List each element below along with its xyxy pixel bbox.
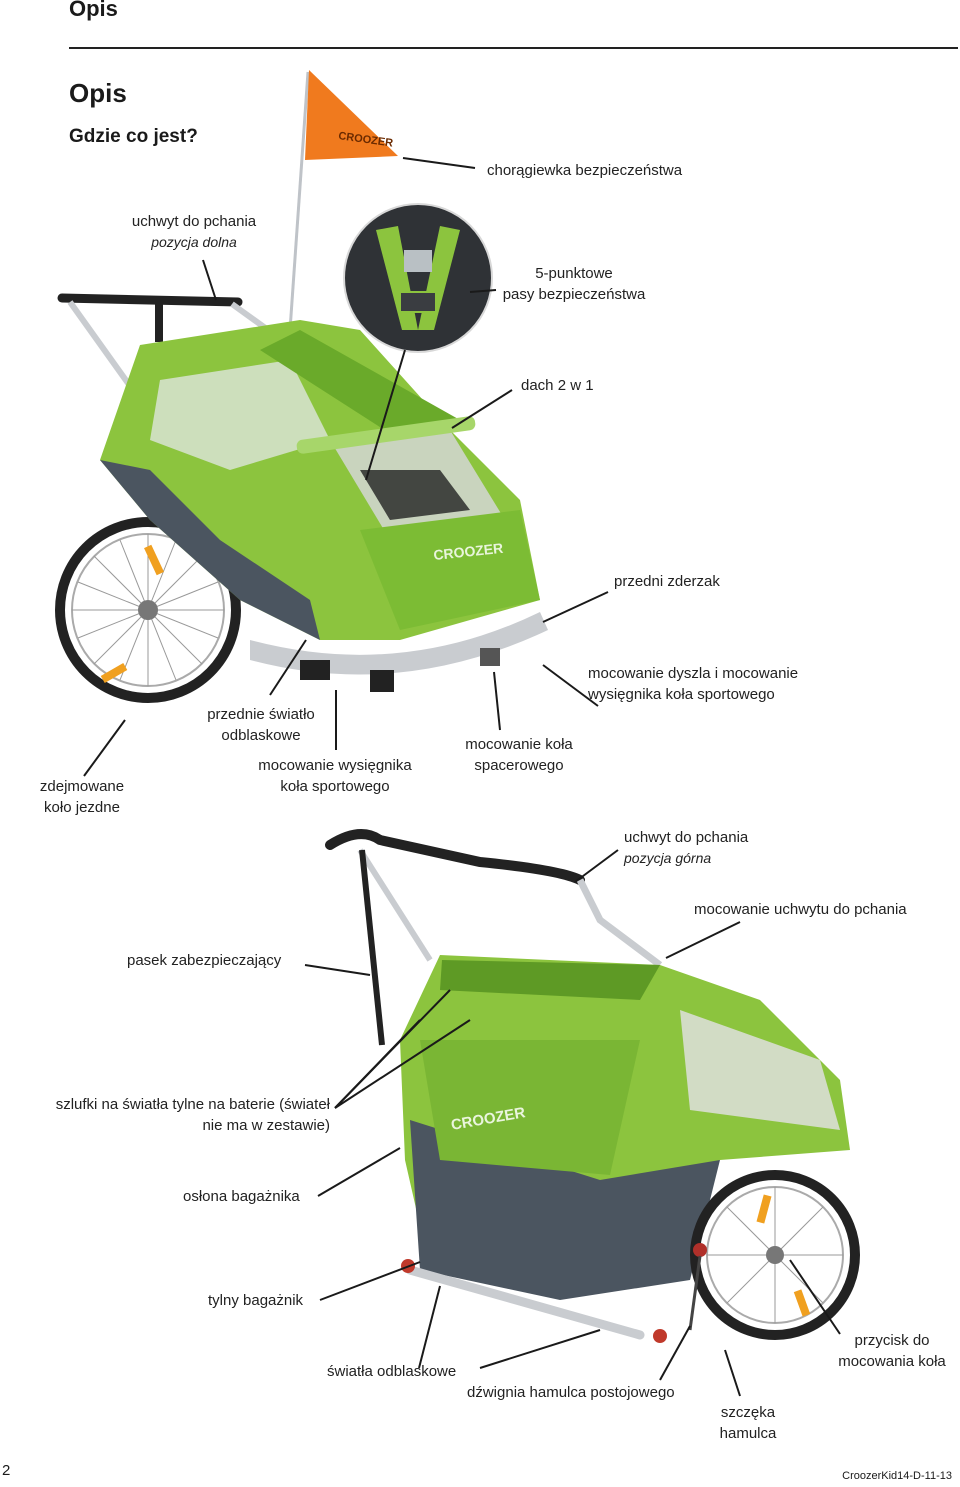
label-safety-strap: pasek zabezpieczający — [127, 952, 282, 969]
callout-lines — [83, 157, 841, 1397]
label-brake-shoe-line1: szczęka — [720, 1404, 776, 1421]
label-light-loops: szlufki na światła tylne na baterie (świ… — [20, 1094, 330, 1136]
label-hitch-mount: mocowanie dyszla i mocowanie wysięgnika … — [588, 663, 798, 705]
label-handle-mount: mocowanie uchwytu do pchania — [694, 901, 907, 918]
label-light-loops-line2: nie ma w zestawie) — [202, 1117, 330, 1134]
label-hitch-mount-line1: mocowanie dyszla i mocowanie — [588, 665, 799, 682]
rear-trailer-image: CROOZER — [325, 829, 860, 1343]
label-removable-wheel-line1: zdejmowane — [39, 778, 125, 795]
label-push-handle-low-text: uchwyt do pchania — [131, 213, 257, 230]
front-bumper — [250, 612, 548, 675]
header-rule — [69, 47, 958, 49]
safety-flag — [305, 70, 398, 160]
label-stroller-mount: mocowanie koła spacerowego — [454, 734, 584, 776]
label-light-loops-line1: szlufki na światła tylne na baterie (świ… — [55, 1096, 330, 1113]
label-wheel-release: przycisk do mocowania koła — [826, 1330, 958, 1372]
label-front-reflector: przednie światło odblaskowe — [196, 704, 326, 746]
label-harness-line1: 5-punktowe — [535, 265, 613, 282]
label-front-reflector-line1: przednie światło — [207, 706, 315, 723]
document-id: CroozerKid14-D-11-13 — [842, 1470, 952, 1482]
label-hitch-mount-line2: wysięgnika koła sportowego — [588, 686, 775, 703]
label-push-handle-low: uchwyt do pchania pozycja dolna — [116, 211, 272, 253]
rear-wheel — [55, 517, 241, 703]
label-stroller-mount-line2: spacerowego — [474, 757, 564, 774]
label-jogger-mount-line1: mocowanie wysięgnika — [258, 757, 412, 774]
label-cargo-cover: osłona bagażnika — [183, 1188, 300, 1205]
label-stroller-mount-line1: mocowanie koła — [465, 736, 573, 753]
page-subtitle: Gdzie co jest? — [69, 126, 198, 147]
label-brake-lever: dźwignia hamulca postojowego — [467, 1384, 675, 1401]
label-removable-wheel: zdejmowane koło jezdne — [30, 776, 134, 818]
label-roof: dach 2 w 1 — [521, 377, 594, 394]
label-front-bumper: przedni zderzak — [614, 573, 720, 590]
label-push-handle-low-position: pozycja dolna — [151, 234, 237, 250]
label-push-handle-up: uchwyt do pchania pozycja górna — [624, 827, 748, 869]
label-harness: 5-punktowe pasy bezpieczeństwa — [495, 263, 653, 305]
page-title: Opis — [69, 78, 127, 108]
label-jogger-mount: mocowanie wysięgnika koła sportowego — [246, 755, 424, 797]
label-safety-flag: chorągiewka bezpieczeństwa — [487, 162, 683, 179]
label-brake-shoe: szczęka hamulca — [706, 1402, 790, 1444]
label-push-handle-up-text: uchwyt do pchania — [624, 829, 749, 846]
label-wheel-release-line1: przycisk do — [854, 1332, 930, 1349]
harness-inset — [343, 203, 493, 353]
front-trailer-image: CROOZER CROOZER — [55, 70, 548, 703]
section-header: Opis — [69, 0, 118, 21]
label-removable-wheel-line2: koło jezdne — [44, 799, 120, 816]
label-reflectors: światła odblaskowe — [327, 1363, 457, 1380]
page-number: 2 — [2, 1462, 11, 1479]
label-harness-line2: pasy bezpieczeństwa — [502, 286, 646, 303]
label-cargo: tylny bagażnik — [208, 1292, 304, 1309]
label-wheel-release-line2: mocowania koła — [838, 1353, 946, 1370]
label-push-handle-up-position: pozycja górna — [624, 850, 712, 866]
trailer-front-logo: CROOZER — [433, 540, 504, 563]
label-front-reflector-line2: odblaskowe — [221, 727, 301, 744]
label-brake-shoe-line2: hamulca — [719, 1425, 777, 1442]
rear-wheel-2 — [690, 1170, 860, 1340]
label-jogger-mount-line2: koła sportowego — [280, 778, 390, 795]
